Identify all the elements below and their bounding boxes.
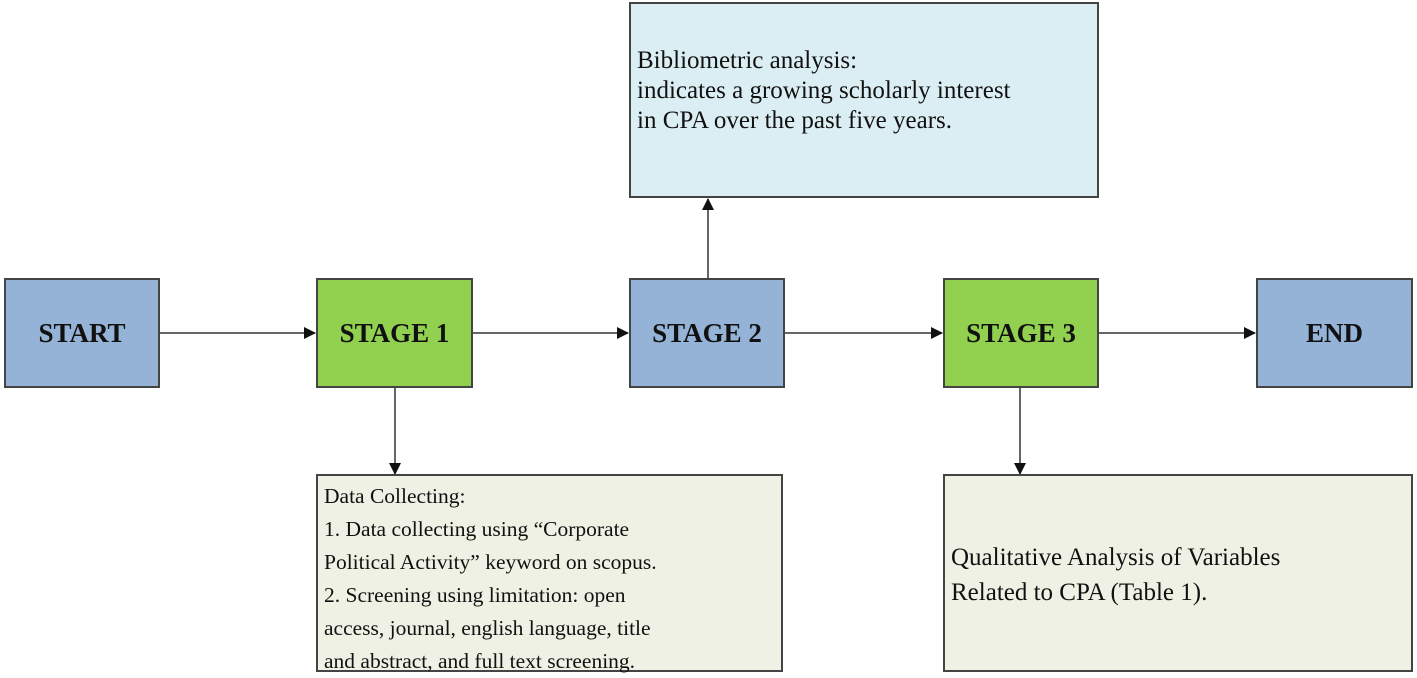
stage2-label: STAGE 2 <box>652 317 762 348</box>
note-line: 1. Data collecting using “Corporate <box>324 517 630 541</box>
start-node: START <box>4 278 160 388</box>
note-line: and abstract, and full text screening. <box>324 649 636 673</box>
stage3-node: STAGE 3 <box>943 278 1099 388</box>
stage3-label: STAGE 3 <box>966 317 1076 348</box>
note-line: 2. Screening using limitation: open <box>324 583 626 607</box>
note-line: Political Activity” keyword on scopus. <box>324 550 657 574</box>
qualitative-note: Qualitative Analysis of Variables Relate… <box>943 474 1413 672</box>
note-line: indicates a growing scholarly interest <box>637 77 1011 104</box>
note-line: in CPA over the past five years. <box>637 107 953 134</box>
note-line: access, journal, english language, title <box>324 616 651 640</box>
data-collecting-note: Data Collecting: 1. Data collecting usin… <box>316 474 783 673</box>
note-line: Data Collecting: <box>324 484 466 508</box>
stage2-node: STAGE 2 <box>629 278 785 388</box>
end-node: END <box>1256 278 1413 388</box>
note-line: Bibliometric analysis: <box>637 47 858 74</box>
start-label: START <box>38 317 126 348</box>
bibliometric-note: Bibliometric analysis: indicates a growi… <box>629 2 1099 198</box>
end-label: END <box>1305 317 1363 348</box>
note-line: Related to CPA (Table 1). <box>951 579 1208 606</box>
stage1-label: STAGE 1 <box>339 317 450 348</box>
note-line: Qualitative Analysis of Variables <box>951 544 1281 571</box>
stage1-node: STAGE 1 <box>316 278 473 388</box>
